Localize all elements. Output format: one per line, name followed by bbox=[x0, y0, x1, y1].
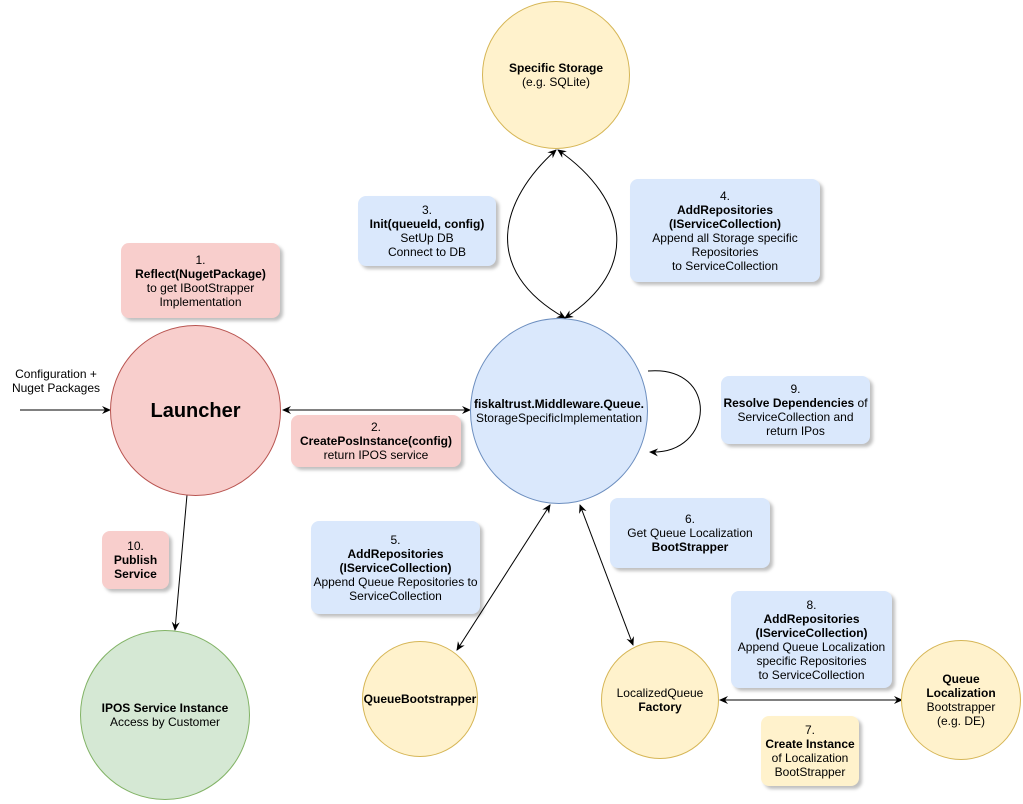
input-label-line1: Configuration + bbox=[15, 367, 97, 381]
step-6-line1: Get Queue Localization bbox=[627, 526, 753, 540]
step-8-number: 8. bbox=[806, 597, 817, 612]
step-5-method: AddRepositories bbox=[347, 546, 444, 561]
step-9-method: Resolve Dependencies bbox=[723, 396, 855, 410]
step-4-box: 4. AddRepositories (IServiceCollection) … bbox=[630, 179, 820, 282]
step-4-line2: Repositories bbox=[691, 244, 759, 259]
step-2-number: 2. bbox=[370, 420, 381, 434]
step-2-method: CreatePosInstance(config) bbox=[299, 434, 453, 448]
step-10-line1: Publish bbox=[113, 553, 158, 567]
localization-line4: (e.g. DE) bbox=[936, 714, 985, 728]
step-5-line1: Append Queue Repositories to bbox=[313, 574, 478, 589]
step-5-line2: ServiceCollection bbox=[349, 588, 442, 603]
step-4-param: (IServiceCollection) bbox=[668, 216, 782, 231]
resolve-dependencies-loop bbox=[647, 370, 701, 457]
middleware-factory-connector bbox=[579, 504, 634, 646]
step-1-box: 1. Reflect(NugetPackage) to get IBootStr… bbox=[121, 243, 280, 318]
ipos-subtitle: Access by Customer bbox=[109, 715, 221, 729]
step-9-number: 9. bbox=[790, 382, 801, 396]
ipos-title: IPOS Service Instance bbox=[101, 701, 229, 715]
middleware-node[interactable]: fiskaltrust.Middleware.Queue. StorageSpe… bbox=[470, 318, 648, 504]
step-9-line1: ServiceCollection and bbox=[737, 410, 854, 424]
step-4-line3: to ServiceCollection bbox=[671, 258, 779, 273]
step-8-param: (IServiceCollection) bbox=[755, 625, 868, 640]
queue-localization-bootstrapper-node[interactable]: Queue Localization Bootstrapper (e.g. DE… bbox=[901, 640, 1021, 760]
step-3-method: Init(queueId, config) bbox=[369, 217, 485, 231]
localized-queue-factory-node[interactable]: LocalizedQueue Factory bbox=[601, 641, 719, 759]
step-8-line3: to ServiceCollection bbox=[758, 667, 865, 682]
step-9-box: 9. Resolve Dependencies of ServiceCollec… bbox=[721, 376, 870, 444]
init-connector bbox=[507, 149, 566, 319]
middleware-title: fiskaltrust.Middleware.Queue. bbox=[473, 397, 645, 411]
add-repositories-storage-connector bbox=[557, 149, 618, 319]
step-9-method-tail: of bbox=[854, 396, 868, 410]
middleware-subtitle: StorageSpecificImplementation bbox=[475, 411, 643, 425]
specific-storage-node[interactable]: Specific Storage (e.g. SQLite) bbox=[482, 1, 630, 149]
localization-line1: Queue bbox=[942, 672, 980, 686]
step-7-method: Create Instance bbox=[765, 737, 855, 751]
step-6-method: BootStrapper bbox=[651, 540, 729, 554]
step-6-number: 6. bbox=[684, 512, 695, 526]
step-6-box: 6. Get Queue Localization BootStrapper bbox=[610, 498, 770, 568]
step-3-line2: Connect to DB bbox=[387, 245, 467, 259]
launcher-node[interactable]: Launcher bbox=[110, 325, 281, 496]
storage-title: Specific Storage bbox=[508, 61, 604, 75]
step-8-method: AddRepositories bbox=[763, 611, 860, 626]
step-10-box: 10. Publish Service bbox=[102, 531, 169, 589]
step-4-line1: Append all Storage specific bbox=[652, 230, 798, 245]
localization-line2: Localization bbox=[926, 686, 996, 700]
step-7-number: 7. bbox=[804, 723, 815, 737]
step-2-line1: return IPOS service bbox=[323, 448, 429, 462]
launcher-title: Launcher bbox=[150, 399, 241, 422]
step-7-line1: of Localization bbox=[771, 751, 849, 765]
step-1-line2: Implementation bbox=[159, 294, 242, 309]
step-7-box: 7. Create Instance of Localization BootS… bbox=[761, 716, 859, 786]
step-9-method-line: Resolve Dependencies of bbox=[723, 396, 867, 410]
localization-line3: Bootstrapper bbox=[926, 700, 996, 714]
middleware-queuebootstrapper-connector bbox=[456, 504, 551, 651]
launcher-ipos-connector bbox=[171, 494, 188, 631]
step-10-number: 10. bbox=[127, 539, 144, 553]
step-5-param: (IServiceCollection) bbox=[339, 560, 452, 575]
queue-bootstrapper-node[interactable]: QueueBootstrapper bbox=[362, 641, 478, 757]
step-2-box: 2. CreatePosInstance(config) return IPOS… bbox=[291, 415, 461, 467]
step-1-method: Reflect(NugetPackage) bbox=[135, 266, 266, 281]
step-10-line2: Service bbox=[114, 567, 157, 581]
input-label-line2: Nuget Packages bbox=[11, 381, 101, 395]
step-8-line1: Append Queue Localization bbox=[737, 639, 886, 654]
queue-bootstrapper-title: QueueBootstrapper bbox=[363, 692, 477, 706]
input-label: Configuration + Nuget Packages bbox=[4, 367, 108, 395]
factory-line2: Factory bbox=[638, 700, 682, 714]
step-8-box: 8. AddRepositories (IServiceCollection) … bbox=[731, 591, 892, 688]
step-5-number: 5. bbox=[390, 532, 401, 547]
step-1-line1: to get IBootStrapper bbox=[146, 280, 255, 295]
ipos-service-node[interactable]: IPOS Service Instance Access by Customer bbox=[80, 630, 250, 800]
step-3-number: 3. bbox=[421, 203, 432, 217]
step-5-box: 5. AddRepositories (IServiceCollection) … bbox=[311, 521, 480, 614]
step-1-number: 1. bbox=[195, 252, 206, 267]
step-4-method: AddRepositories bbox=[676, 202, 773, 217]
step-7-line2: BootStrapper bbox=[774, 765, 846, 779]
step-4-number: 4. bbox=[719, 188, 730, 203]
step-3-line1: SetUp DB bbox=[400, 231, 454, 245]
storage-subtitle: (e.g. SQLite) bbox=[521, 75, 591, 89]
step-3-box: 3. Init(queueId, config) SetUp DB Connec… bbox=[358, 196, 496, 266]
step-8-line2: specific Repositories bbox=[756, 653, 867, 668]
factory-line1: LocalizedQueue bbox=[616, 686, 704, 700]
step-9-line2: return IPos bbox=[766, 424, 825, 438]
